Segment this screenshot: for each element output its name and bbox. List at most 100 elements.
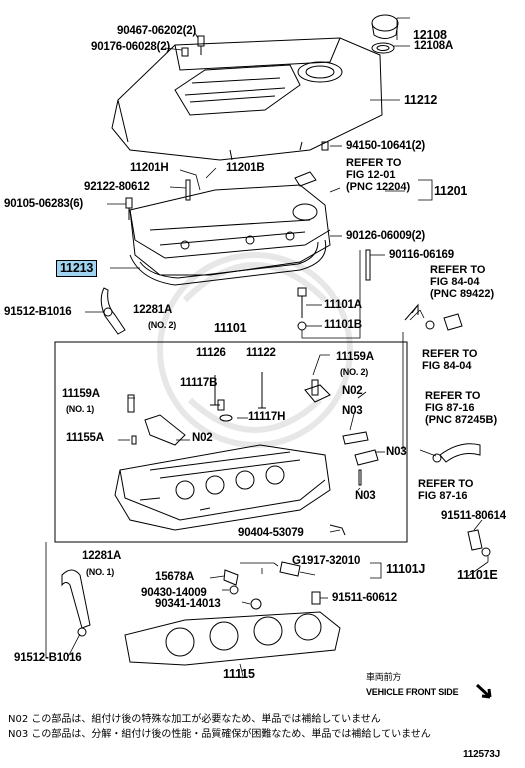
label-n02-upper: N02	[342, 385, 363, 397]
label-90105: 90105-06283(6)	[4, 198, 84, 210]
label-11117h: 11117H	[248, 411, 286, 423]
cylinder-head-gasket-illustration	[124, 611, 341, 666]
refer-fig: FIG 84-04	[422, 360, 472, 372]
seal-11117h	[219, 414, 233, 422]
label-90176: 90176-06028(2)	[91, 41, 171, 53]
vehicle-front-en: VEHICLE FRONT SIDE	[366, 687, 459, 697]
label-11117b: 11117B	[180, 377, 218, 389]
cylinder-head-cover-illustration	[129, 184, 331, 276]
label-90467: 90467-06202(2)	[117, 25, 197, 37]
label-11101: 11101	[214, 321, 247, 335]
label-11101j: 11101J	[386, 562, 426, 576]
cylinder-head-illustration	[114, 444, 331, 531]
cover-gasket-illustration	[129, 239, 327, 286]
refer-pnc: (PNC 87245B)	[425, 414, 498, 426]
hose-fitting	[294, 171, 317, 187]
label-11212: 11212	[404, 93, 438, 107]
label-11155a: 11155A	[66, 432, 104, 444]
bolt-94150	[321, 141, 329, 151]
label-91511-80614: 91511-80614	[441, 510, 506, 522]
label-11159a-no1-note: (NO. 1)	[66, 404, 95, 414]
plug-91511b	[311, 591, 321, 605]
label-90126: 90126-06009(2)	[346, 230, 426, 242]
refer-fig: FIG 84-04	[430, 276, 480, 288]
label-12281a-no1: 12281A	[82, 550, 122, 562]
label-11101b: 11101B	[324, 319, 362, 331]
label-11201h: 11201H	[130, 162, 169, 174]
label-n02-lower: N02	[192, 432, 213, 444]
label-12108: 12108	[413, 28, 447, 42]
cylinder-head-parts-box	[54, 341, 408, 543]
hose-87245	[439, 443, 481, 463]
label-11115: 11115	[223, 667, 255, 681]
refer-fig-84-04[interactable]: REFER TO FIG 84-04	[422, 348, 477, 372]
label-n03-upper: N03	[342, 405, 363, 417]
refer-pnc: (PNC 12204)	[346, 181, 411, 193]
label-91512-lower: 91512-B1016	[14, 652, 82, 664]
label-94150: 94150-10641(2)	[346, 140, 426, 152]
bracket-n02	[304, 384, 331, 403]
label-n03-right: N03	[386, 446, 407, 458]
refer-fig-87-16[interactable]: REFER TO FIG 87-16	[418, 478, 473, 502]
label-11201: 11201	[434, 184, 468, 198]
engine-cover-illustration	[111, 37, 383, 161]
leader-lines	[45, 17, 489, 677]
figure-id: 112573J	[463, 749, 500, 760]
refer-fig: FIG 12-01	[346, 169, 396, 181]
refer-text: REFER TO	[422, 348, 478, 360]
refer-fig-87-16-pnc[interactable]: REFER TO FIG 87-16 (PNC 87245B)	[425, 390, 497, 426]
fitting-15678a	[223, 569, 239, 586]
refer-text: REFER TO	[430, 264, 486, 276]
refer-text: REFER TO	[346, 157, 402, 169]
label-11159a-no2-note: (NO. 2)	[340, 367, 369, 377]
label-90116: 90116-06169	[389, 249, 454, 261]
label-12281a-no2-note: (NO. 2)	[148, 320, 177, 330]
guide-n03c	[358, 469, 362, 486]
refer-fig-84-04-pnc[interactable]: REFER TO FIG 84-04 (PNC 89422)	[430, 264, 494, 300]
stud-90116	[365, 249, 371, 281]
washer-11101b	[297, 321, 307, 331]
watermark-emblem	[157, 252, 353, 448]
sensor-91511	[467, 529, 483, 551]
label-91511-60612: 91511-60612	[332, 592, 397, 604]
refer-text: REFER TO	[418, 478, 474, 490]
refer-fig: FIG 87-16	[418, 490, 468, 502]
label-11122: 11122	[246, 347, 276, 359]
gasket-90430	[229, 585, 239, 595]
seal-n03b	[354, 449, 379, 466]
bolt-90105	[125, 197, 133, 220]
label-90341: 90341-14013	[155, 598, 221, 610]
hose-90404	[329, 524, 346, 536]
note-n03: N03 この部品は、分解・組付け後の性能・品質確保が困難なため、単品では補給して…	[8, 729, 431, 740]
bolt-92122	[185, 179, 191, 201]
washer-90341	[250, 598, 262, 610]
vehicle-front-arrow-icon	[475, 683, 492, 699]
pin-n03a	[342, 431, 369, 445]
label-11213-highlighted[interactable]: 11213	[56, 260, 98, 277]
label-90404: 90404-53079	[238, 527, 304, 539]
vehicle-front-jp: 車両前方	[366, 673, 402, 683]
sensor-g1917	[279, 561, 301, 577]
label-11159a-no1: 11159A	[62, 388, 100, 400]
pin-11155a	[131, 435, 137, 445]
refer-fig-12-01[interactable]: REFER TO FIG 12-01 (PNC 12204)	[346, 157, 410, 193]
label-12281a-no2: 12281A	[133, 304, 173, 316]
label-90430: 90430-14009	[141, 587, 207, 599]
refer-fig: FIG 87-16	[425, 402, 475, 414]
refer-text: REFER TO	[425, 390, 481, 402]
label-g1917: G1917-32010	[292, 555, 361, 567]
label-11101e: 11101E	[457, 568, 498, 582]
label-11101a: 11101A	[324, 299, 362, 311]
engine-hanger-no2	[100, 287, 126, 335]
bolt-11101a	[297, 287, 307, 318]
valve-11122	[258, 372, 266, 409]
oil-filler-cap-illustration	[371, 14, 399, 54]
note-n02: N02 この部品は、組付け後の特殊な加工が必要なため、単品では補給していません	[8, 714, 381, 725]
plug-11159a-no1	[127, 394, 135, 413]
label-15678a: 15678A	[155, 571, 195, 583]
cover-bolts	[181, 35, 205, 57]
label-91512-top: 91512-B1016	[4, 306, 72, 318]
label-11126: 11126	[196, 347, 226, 359]
plug-11159a-no2	[311, 379, 319, 396]
